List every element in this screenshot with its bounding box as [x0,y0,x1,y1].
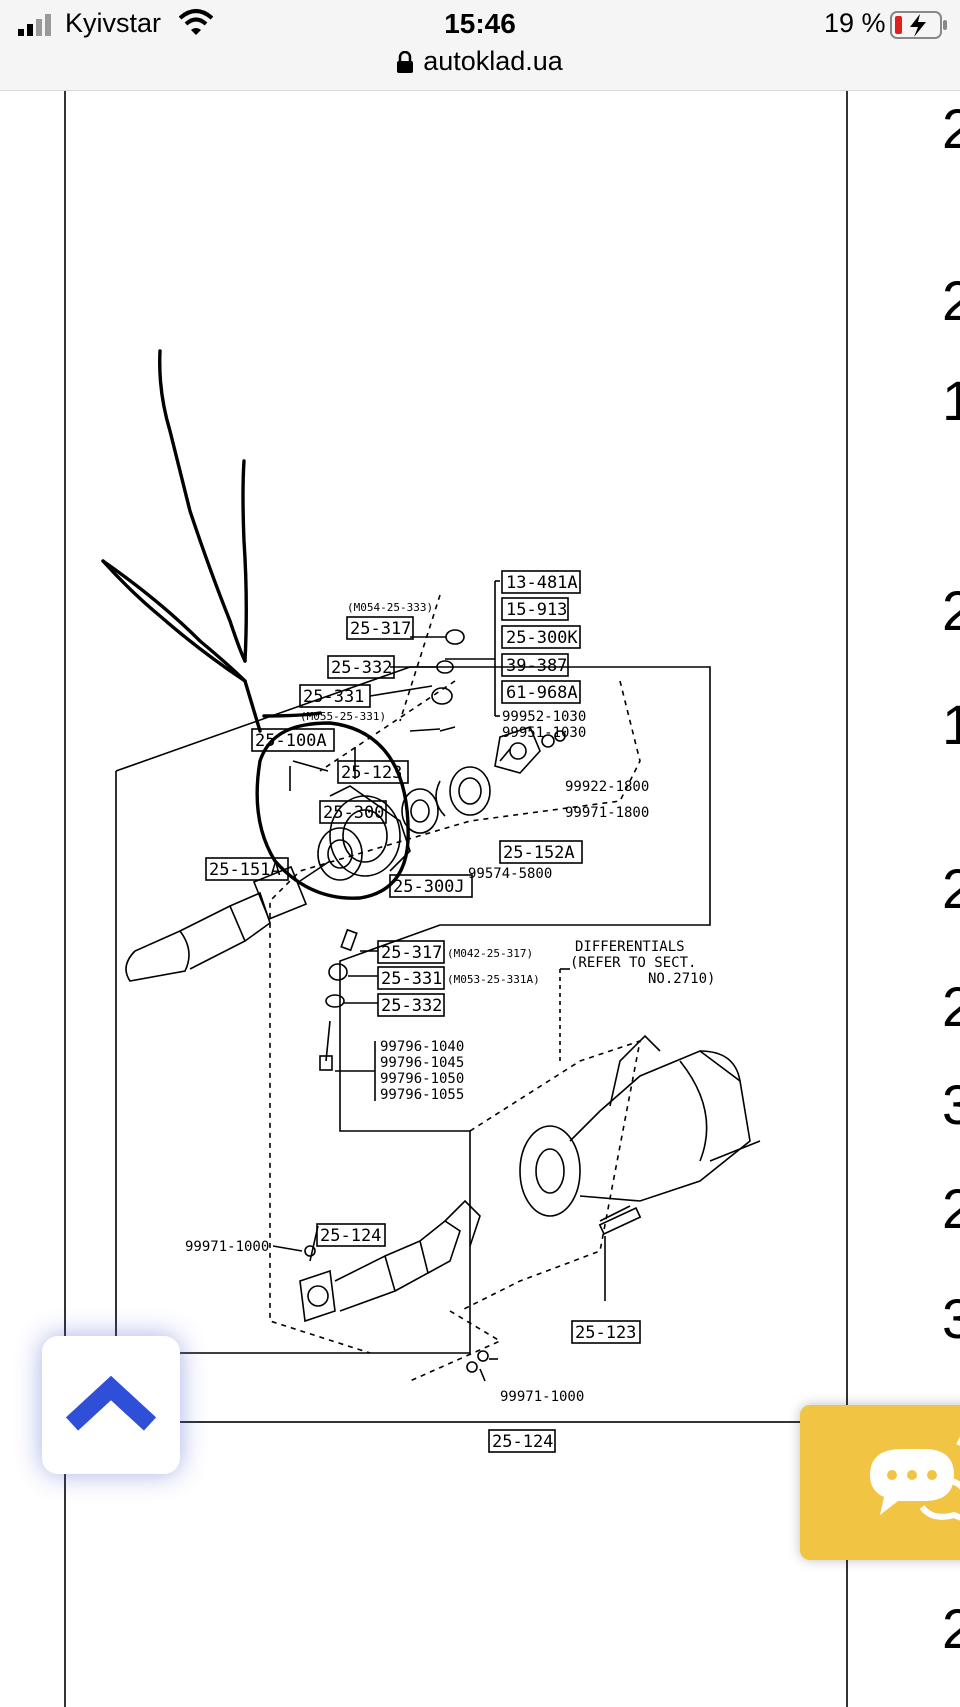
part-label-99574-5800: 99574-5800 [468,866,552,882]
part-label-25-124-bottom: 25-124 [492,1432,553,1452]
part-label-25-332-top: 25-332 [331,658,392,678]
cell-fragment: 3 [942,1287,960,1350]
part-label-m054: (M054-25-333) [347,601,433,614]
part-label-25-123-bottom: 25-123 [575,1323,636,1343]
carrier-name: Kyivstar [65,8,162,38]
differentials-note-line-2: (REFER TO SECT. [570,955,696,971]
scroll-to-top-button[interactable] [42,1336,180,1474]
part-label-99796-1050: 99796-1050 [380,1071,464,1087]
signal-strength-icon [18,14,51,36]
part-label-m053: (M053-25-331A) [447,973,540,986]
part-label-99952-1030: 99952-1030 [502,709,586,725]
chevron-up-icon [65,1375,157,1431]
part-label-m055: (M055-25-331) [300,710,386,723]
differentials-note-line-3: NO.2710) [648,971,715,987]
clock-time: 15:46 [444,8,516,39]
part-label-25-317-top: 25-317 [350,619,411,639]
part-label-25-124-mid: 25-124 [320,1226,381,1246]
cell-fragment: 2 [942,857,960,920]
cell-fragment: 2 [942,975,960,1038]
part-label-99971-1000-left: 99971-1000 [185,1239,269,1255]
browser-status-bar: Kyivstar 15:46 autoklad.ua 19 % [0,0,960,91]
part-label-25-331-top: 25-331 [303,687,364,707]
cell-fragment: 1 [942,693,960,756]
part-label-25-331-mid: 25-331 [381,969,442,989]
part-label-61-968a: 61-968A [506,683,578,703]
cell-fragment: 1 [942,369,960,432]
wifi-icon [178,9,214,35]
address-bar[interactable]: autoklad.ua [0,46,960,77]
annotation-stroke-3 [101,559,262,733]
chat-bubbles-icon [870,1436,960,1521]
cell-fragment: 2 [942,579,960,642]
annotation-stroke-2 [241,459,248,663]
page-content: 2 2 1 2 1 2 2 3 2 3 3 2 [0,91,960,1707]
annotation-stroke-1 [158,349,247,663]
part-label-39-387: 39-387 [506,656,567,676]
annotation-stroke-4 [101,559,247,683]
annotation-circle [255,721,410,900]
part-label-25-332-mid: 25-332 [381,996,442,1016]
part-label-13-481a: 13-481A [506,573,578,593]
lock-icon [397,51,414,73]
battery-percent: 19 % [824,8,886,38]
part-label-99971-1800: 99971-1800 [565,805,649,821]
part-label-99796-1040: 99796-1040 [380,1039,464,1055]
chat-widget-button[interactable] [800,1405,960,1560]
hand-drawn-annotation [101,349,410,900]
table-row-divider [64,1421,848,1423]
cell-fragment: 2 [942,1597,960,1660]
part-label-99951-1030: 99951-1030 [502,725,586,741]
part-label-m042: (M042-25-317) [447,947,533,960]
table-border-left [64,91,66,1707]
parts-diagram: 13-481A 15-913 25-300K 39-387 61-968A 99… [101,349,761,1453]
cell-fragment: 3 [942,1073,960,1136]
part-label-99922-1800: 99922-1800 [565,779,649,795]
part-label-25-152a: 25-152A [503,843,575,863]
part-label-15-913: 15-913 [506,600,567,620]
frame-outline [115,666,711,1354]
part-label-25-100a: 25-100A [255,731,327,751]
part-label-25-123-top: 25-123 [341,763,402,783]
part-label-25-151a: 25-151A [209,860,281,880]
right-column-fragments: 2 2 1 2 1 2 2 3 2 3 3 2 [936,91,960,1707]
cell-fragment: 2 [942,97,960,160]
annotation-stroke-5 [262,711,322,718]
part-label-25-300k: 25-300K [506,628,578,648]
table-border-right [846,91,848,1707]
part-label-99796-1055: 99796-1055 [380,1087,464,1103]
part-label-99971-1000-bottom: 99971-1000 [500,1389,584,1405]
cell-fragment: 2 [942,1177,960,1240]
cell-fragment: 2 [942,269,960,332]
part-label-25-317-mid: 25-317 [381,943,442,963]
battery-charging-icon [890,11,947,39]
url-text: autoklad.ua [423,46,563,76]
part-label-25-300: 25-300 [323,803,384,823]
part-label-99796-1045: 99796-1045 [380,1055,464,1071]
part-label-25-300j: 25-300J [393,877,465,897]
differentials-note-line-1: DIFFERENTIALS [575,939,685,955]
